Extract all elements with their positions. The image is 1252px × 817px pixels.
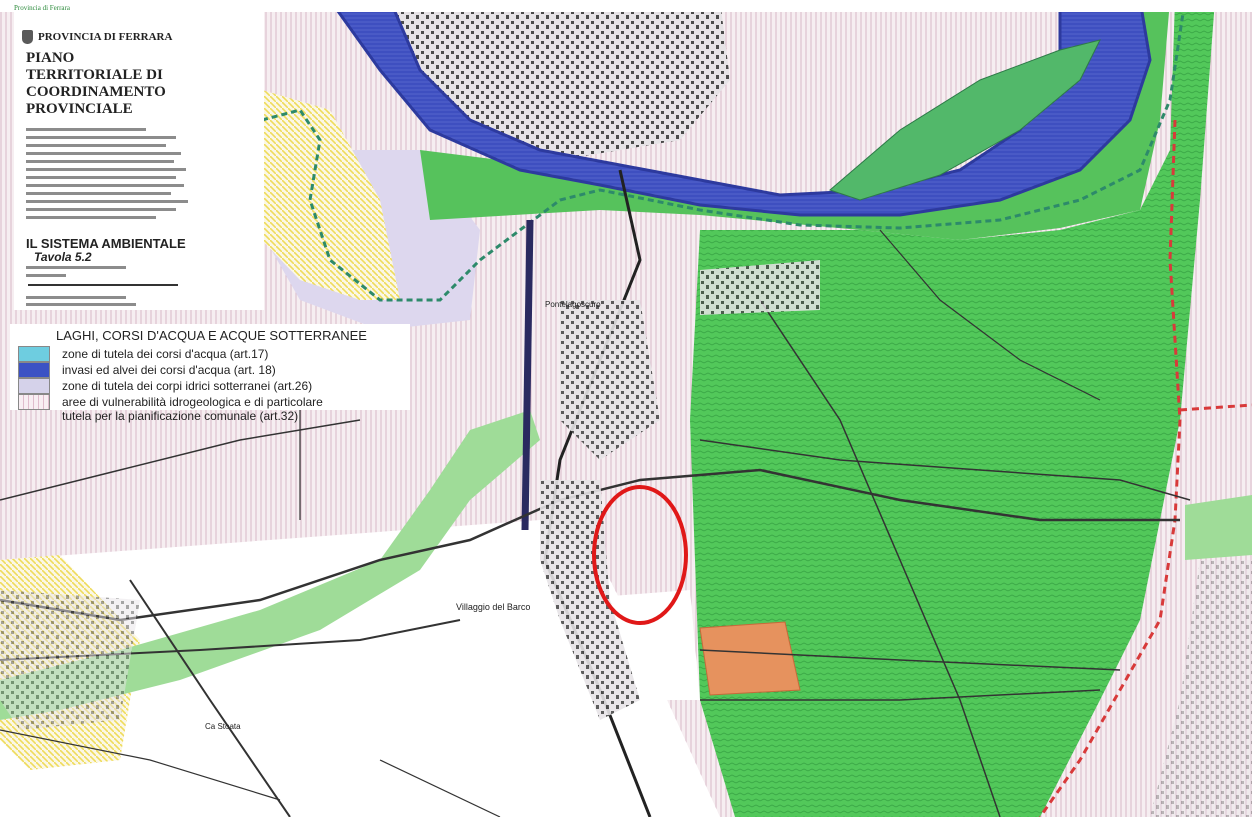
province-border	[1038, 119, 1182, 817]
legend-swatch	[18, 378, 50, 394]
district-boundary	[261, 0, 1187, 302]
road	[700, 689, 1101, 701]
plan-title-line: TERRITORIALE DI	[26, 67, 163, 83]
road	[759, 299, 1001, 817]
legend-label-line: aree di vulnerabilità idrogeologica e di…	[62, 395, 323, 409]
legend-swatch	[18, 346, 50, 362]
place-label-villaggio: Villaggio del Barco	[456, 602, 531, 612]
province-name: PROVINCIA DI FERRARA	[38, 31, 173, 43]
fine-print-line	[26, 274, 66, 277]
plan-title-line: PIANO	[26, 50, 75, 66]
legend-label: invasi ed alvei dei corsi d'acqua (art. …	[62, 363, 276, 377]
fine-print-line	[26, 168, 186, 171]
tutela-band	[1185, 495, 1252, 560]
river-po	[328, 0, 1152, 217]
fine-print-line	[26, 128, 146, 131]
scale-bar	[28, 284, 178, 286]
settlement	[700, 260, 820, 315]
legend-title: LAGHI, CORSI D'ACQUA E ACQUE SOTTERRANEE	[56, 328, 367, 343]
orange-patch	[699, 621, 801, 696]
fine-print-line	[26, 216, 156, 219]
system-title: IL SISTEMA AMBIENTALE	[26, 236, 186, 251]
province-crest-icon	[22, 30, 33, 44]
legend-label: aree di vulnerabilità idrogeologica e di…	[62, 395, 323, 423]
fine-print-line	[26, 184, 184, 187]
protected-green-zone	[690, 0, 1215, 817]
settlement	[0, 590, 140, 730]
fine-print-line	[26, 296, 126, 299]
legend-label: zone di tutela dei corpi idrici sotterra…	[62, 379, 313, 393]
fine-print-line	[26, 192, 171, 195]
fine-print-line	[26, 144, 166, 147]
plan-title-line: PROVINCIALE	[26, 101, 133, 117]
top-margin	[0, 0, 1252, 12]
river-island	[829, 39, 1101, 201]
tavola-label: Tavola 5.2	[34, 250, 92, 264]
plan-title-line: COORDINAMENTO	[26, 84, 166, 100]
fine-print-line	[26, 176, 176, 179]
legend-swatch	[18, 394, 50, 410]
fine-print-line	[26, 160, 174, 163]
place-label-pontelagoscuro: Pontelagoscuro	[545, 300, 601, 309]
road	[879, 229, 1101, 401]
province-border	[1179, 403, 1252, 412]
road	[0, 729, 281, 801]
legend-label: zone di tutela dei corsi d'acqua (art.17…	[62, 347, 269, 361]
legend: LAGHI, CORSI D'ACQUA E ACQUE SOTTERRANEE…	[10, 324, 410, 423]
header-topline: Provincia di Ferrara	[14, 4, 70, 12]
fine-print-line	[26, 303, 136, 306]
field-area	[0, 520, 720, 817]
legend-label-line: tutela per la pianificazione comunale (a…	[62, 409, 299, 423]
fine-print-line	[26, 266, 126, 269]
plan-title: PIANO TERRITORIALE DI COORDINAMENTO PROV…	[26, 50, 166, 118]
road	[699, 649, 1121, 671]
settlement	[560, 300, 660, 460]
fine-print-line	[26, 136, 176, 139]
place-label-ca-stoata: Ca Stoata	[205, 722, 241, 731]
settlement	[540, 480, 640, 720]
fine-print-line	[26, 152, 181, 155]
highlight-circle	[592, 485, 688, 625]
canal	[521, 219, 534, 531]
settlement	[1150, 560, 1252, 817]
road	[379, 759, 501, 817]
fine-print-line	[26, 208, 176, 211]
road	[129, 579, 291, 817]
fine-print-line	[26, 200, 188, 203]
yellow-hatch	[262, 90, 400, 300]
legend-swatch	[18, 362, 50, 378]
road	[699, 439, 1191, 501]
